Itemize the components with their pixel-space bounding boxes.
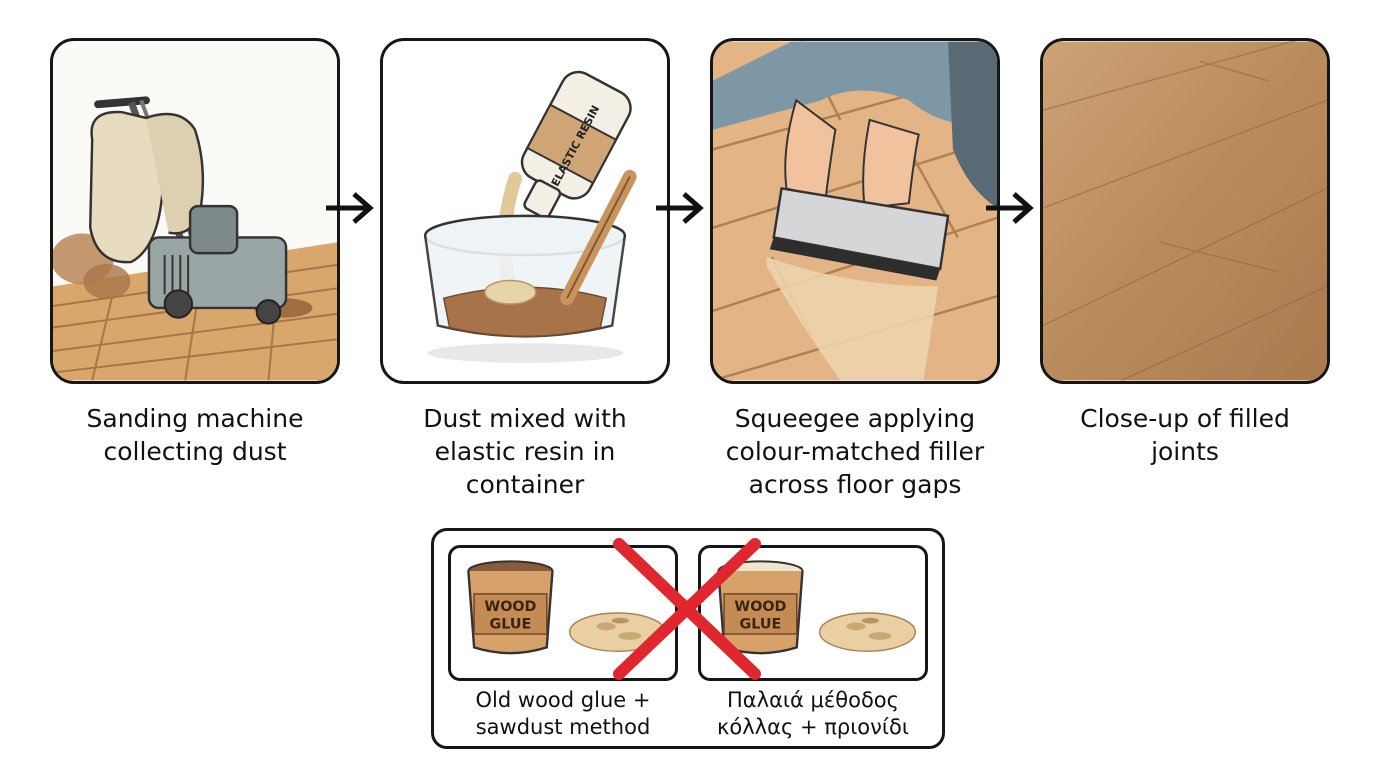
caption-line: Old wood glue + <box>475 688 651 712</box>
caption-line: collecting dust <box>103 437 287 466</box>
caption-line: sawdust method <box>475 715 651 739</box>
caption-line: container <box>465 470 585 499</box>
wood-glue-sawdust-illustration: WOOD GLUE <box>717 560 916 655</box>
arrow-right-icon <box>326 192 374 224</box>
step-1-caption: Sanding machine collecting dust <box>35 402 355 468</box>
caption-line: elastic resin in <box>434 437 616 466</box>
step-4-panel <box>1040 38 1330 384</box>
step-2-caption: Dust mixed with elastic resin in contain… <box>365 402 685 501</box>
step-3-panel <box>710 38 1000 384</box>
old-method-panel-english: WOOD GLUE <box>448 545 678 681</box>
caption-line: κόλλας + πριονίδι <box>717 715 909 739</box>
caption-line: across floor gaps <box>748 470 962 499</box>
step-1-panel <box>50 38 340 384</box>
wood-glue-sawdust-illustration: WOOD GLUE <box>467 560 666 655</box>
sanding-machine-illustration <box>53 41 337 381</box>
caption-line: colour-matched filler <box>725 437 985 466</box>
resin-mixing-illustration: ELASTIC RESIN <box>383 41 667 381</box>
red-cross-icon <box>613 538 761 680</box>
step-4-caption: Close-up of filled joints <box>1025 402 1345 468</box>
finished-floor-illustration <box>1043 41 1327 381</box>
squeegee-illustration <box>713 41 997 381</box>
arrow-right-icon <box>656 192 704 224</box>
old-method-box: WOOD GLUE WOOD GLUE Old wood glue + sawd… <box>431 528 945 749</box>
jar-label-line2: GLUE <box>490 616 532 632</box>
caption-line: Close-up of filled <box>1080 404 1290 433</box>
caption-line: joints <box>1151 437 1219 466</box>
jar-label-line1: WOOD <box>484 599 536 615</box>
caption-line: Dust mixed with <box>423 404 627 433</box>
jar-label-line1: WOOD <box>734 599 786 615</box>
caption-line: Sanding machine <box>86 404 304 433</box>
old-method-caption-english: Old wood glue + sawdust method <box>438 687 688 741</box>
jar-label-line2: GLUE <box>740 616 782 632</box>
resin-bottle-icon: ELASTIC RESIN <box>520 70 632 219</box>
caption-line: Squeegee applying <box>734 404 976 433</box>
arrow-right-icon <box>986 192 1034 224</box>
old-method-caption-greek: Παλαιά μέθοδος κόλλας + πριονίδι <box>688 687 938 741</box>
step-3-caption: Squeegee applying colour-matched filler … <box>695 402 1015 501</box>
step-2-panel: ELASTIC RESIN <box>380 38 670 384</box>
caption-line: Παλαιά μέθοδος <box>727 688 899 712</box>
